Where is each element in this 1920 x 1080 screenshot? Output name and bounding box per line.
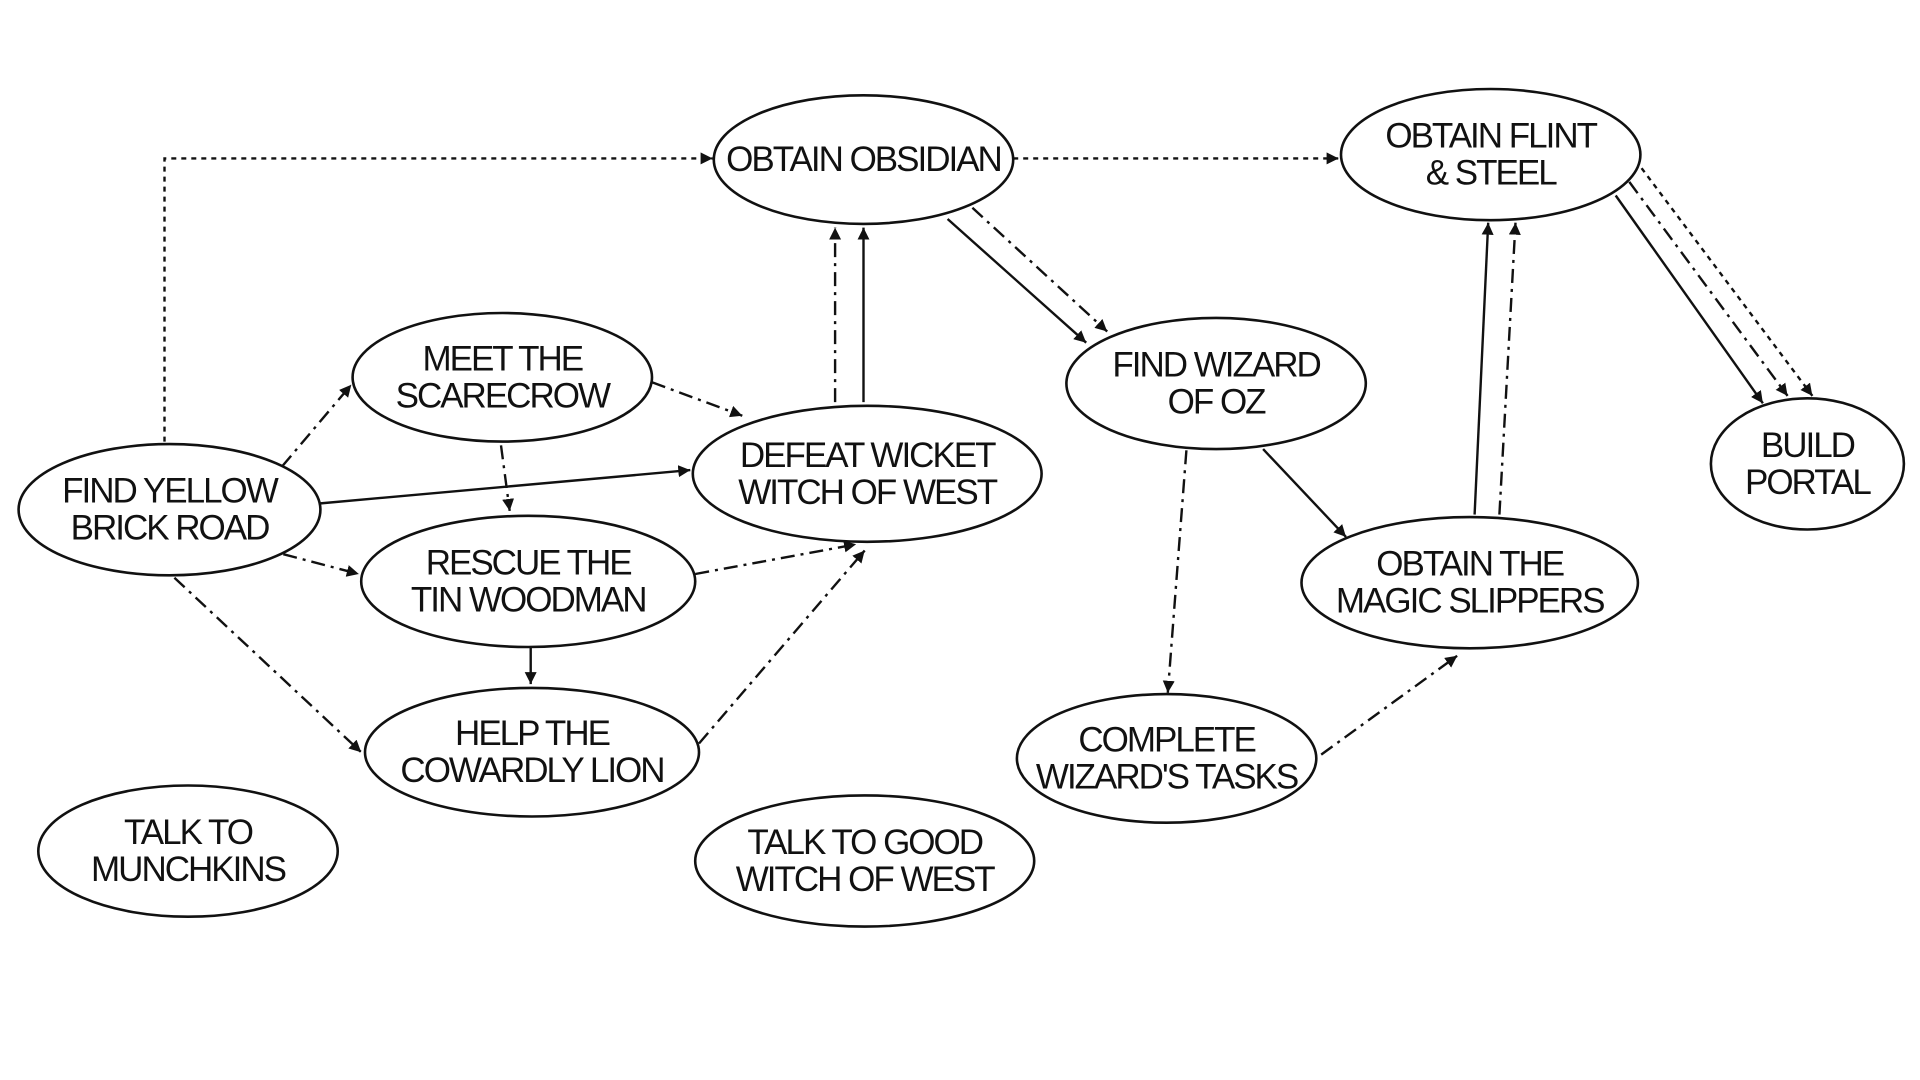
node-label: & STEEL (1426, 154, 1557, 193)
edge-obtain-flint-steel-to-build-portal-dotted (1642, 168, 1813, 396)
node-label: OBTAIN FLINT (1385, 117, 1597, 156)
node-label: COMPLETE (1078, 720, 1255, 759)
node-label: TALK TO (124, 813, 253, 852)
node-label: WITCH OF WEST (736, 860, 995, 899)
edge-obtain-magic-slippers-to-obtain-flint-steel-dashdot (1499, 223, 1515, 515)
node-label: DEFEAT WICKET (740, 436, 996, 475)
edge-find-yellow-brick-road-to-help-the-cowardly-lion-dashdot (174, 578, 361, 753)
node-label: BRICK ROAD (71, 509, 270, 548)
node-meet-the-scarecrow: MEET THESCARECROW (353, 313, 652, 442)
node-label: WITCH OF WEST (738, 473, 997, 512)
edge-obtain-magic-slippers-to-obtain-flint-steel-solid (1475, 223, 1489, 515)
node-label: PORTAL (1745, 463, 1871, 502)
node-label: MUNCHKINS (91, 850, 286, 889)
node-label: COWARDLY LION (400, 751, 663, 790)
node-obtain-magic-slippers: OBTAIN THEMAGIC SLIPPERS (1302, 517, 1638, 648)
edge-obtain-flint-steel-to-build-portal-dashdot (1629, 182, 1787, 396)
edge-complete-wizards-tasks-to-obtain-magic-slippers-dashdot (1321, 656, 1457, 755)
node-label: BUILD (1761, 426, 1855, 465)
node-label: HELP THE (455, 714, 610, 753)
node-find-wizard-of-oz: FIND WIZARDOF OZ (1066, 318, 1365, 449)
node-find-yellow-brick-road: FIND YELLOWBRICK ROAD (19, 444, 321, 575)
node-label: SCARECROW (396, 376, 611, 415)
node-label: OBTAIN OBSIDIAN (726, 140, 1001, 179)
edge-meet-the-scarecrow-to-rescue-the-tin-woodman-dashdot (501, 445, 510, 511)
node-label: OBTAIN THE (1376, 545, 1563, 584)
edge-find-wizard-of-oz-to-obtain-magic-slippers-solid (1263, 449, 1346, 537)
node-obtain-obsidian: OBTAIN OBSIDIAN (714, 95, 1013, 224)
node-rescue-the-tin-woodman: RESCUE THETIN WOODMAN (361, 516, 695, 647)
edge-obtain-obsidian-to-find-wizard-of-oz-solid (948, 219, 1087, 343)
node-label: OF OZ (1168, 383, 1267, 422)
node-label: TALK TO GOOD (747, 823, 982, 862)
node-label: MAGIC SLIPPERS (1336, 582, 1604, 621)
node-defeat-wicket-witch: DEFEAT WICKETWITCH OF WEST (693, 406, 1042, 542)
node-build-portal: BUILDPORTAL (1711, 398, 1904, 529)
node-talk-to-munchkins: TALK TOMUNCHKINS (38, 786, 337, 917)
edge-find-yellow-brick-road-to-rescue-the-tin-woodman-dashdot (283, 554, 359, 574)
edge-obtain-obsidian-to-find-wizard-of-oz-dashdot (972, 208, 1107, 332)
node-label: TIN WOODMAN (411, 580, 646, 619)
node-label: WIZARD'S TASKS (1036, 757, 1298, 796)
edge-rescue-the-tin-woodman-to-defeat-wicket-witch-dashdot (695, 544, 856, 574)
node-obtain-flint-steel: OBTAIN FLINT& STEEL (1341, 89, 1640, 220)
edge-help-the-cowardly-lion-to-defeat-wicket-witch-dashdot (699, 551, 865, 744)
edge-find-wizard-of-oz-to-complete-wizards-tasks-dashdot (1168, 450, 1187, 693)
node-label: RESCUE THE (426, 543, 632, 582)
node-label: MEET THE (422, 339, 582, 378)
edge-find-yellow-brick-road-to-meet-the-scarecrow-dashdot (282, 385, 351, 467)
node-help-the-cowardly-lion: HELP THECOWARDLY LION (365, 688, 699, 817)
node-label: FIND YELLOW (62, 472, 279, 511)
node-complete-wizards-tasks: COMPLETEWIZARD'S TASKS (1017, 694, 1316, 823)
nodes-layer: FIND YELLOWBRICK ROADMEET THESCARECROWRE… (19, 89, 1904, 927)
node-label: FIND WIZARD (1112, 346, 1320, 385)
node-talk-to-good-witch: TALK TO GOODWITCH OF WEST (695, 795, 1034, 926)
edge-meet-the-scarecrow-to-defeat-wicket-witch-dashdot (652, 382, 742, 415)
